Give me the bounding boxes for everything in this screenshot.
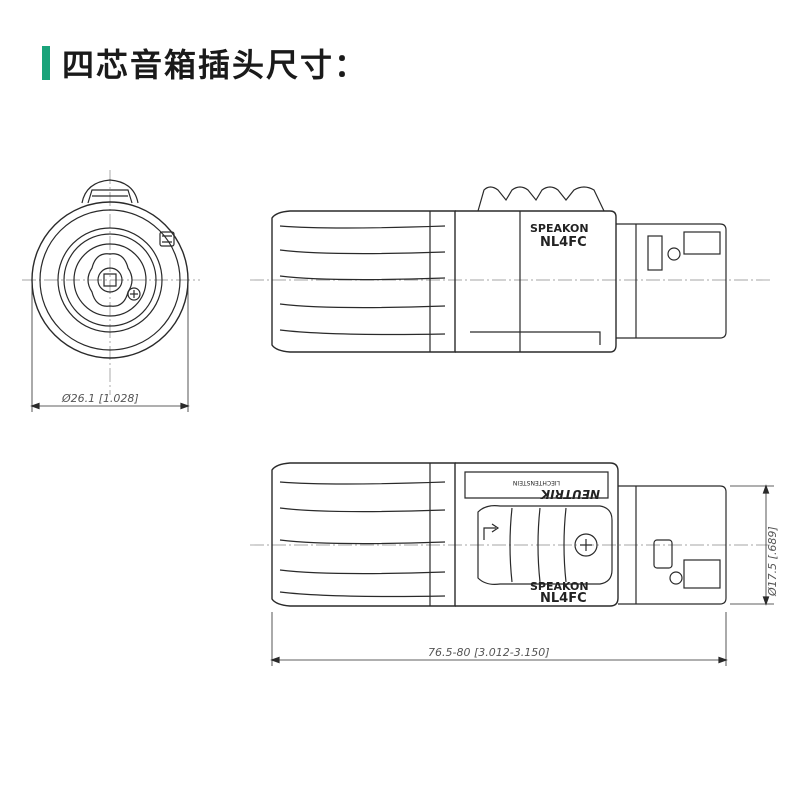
lock-symbol bbox=[574, 533, 598, 557]
top-latch bbox=[81, 179, 139, 204]
title-accent-bar bbox=[42, 46, 50, 80]
outer-ring-inner bbox=[39, 209, 181, 351]
model-text-top: NL4FC bbox=[540, 235, 587, 250]
outer-ring bbox=[31, 201, 189, 359]
arrow-icon bbox=[483, 527, 496, 540]
contact-plus bbox=[127, 287, 141, 301]
model-text-bottom: NL4FC bbox=[540, 591, 587, 606]
latch-button bbox=[477, 505, 613, 585]
release-grip-top bbox=[477, 186, 605, 212]
side-diameter-label: Ø17.5 [.689] bbox=[766, 526, 779, 597]
connector-body-top bbox=[455, 210, 617, 353]
page-title: 四芯音箱插头尺寸： bbox=[62, 46, 369, 84]
front-diameter-label: Ø26.1 [1.028] bbox=[61, 392, 139, 405]
bottom-side-view bbox=[250, 462, 774, 666]
tail-bottom bbox=[618, 485, 727, 605]
top-latch-inner bbox=[87, 189, 133, 204]
maker-label-plate bbox=[464, 471, 609, 499]
length-label: 76.5-80 [3.012-3.150] bbox=[428, 646, 550, 659]
front-view bbox=[22, 170, 200, 412]
maker-text: NEUTRIK bbox=[539, 487, 600, 501]
knurled-sleeve-top bbox=[271, 210, 456, 353]
brand-text-bottom: SPEAKON bbox=[530, 580, 589, 593]
cert-mark-top bbox=[647, 235, 663, 271]
middle-ring bbox=[57, 227, 163, 333]
top-side-view bbox=[250, 186, 770, 353]
tail-window-bottom bbox=[683, 559, 721, 589]
cert-mark-bottom bbox=[653, 539, 673, 569]
polarity-mark bbox=[159, 231, 175, 247]
center-pin bbox=[97, 267, 123, 293]
maker-sub-text: LIECHTENSTEIN bbox=[513, 479, 560, 486]
tail-window-top bbox=[683, 231, 721, 255]
brand-text-top: SPEAKON bbox=[530, 222, 589, 235]
connector-body-bottom bbox=[455, 462, 619, 607]
middle-ring-inner bbox=[63, 233, 157, 327]
tail-top bbox=[616, 223, 727, 339]
contact-ring bbox=[73, 243, 147, 317]
